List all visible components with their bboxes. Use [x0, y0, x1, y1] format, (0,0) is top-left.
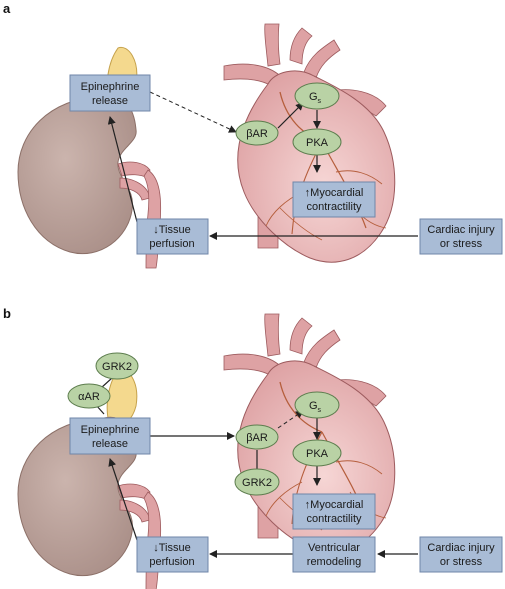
- pka-label: PKA: [306, 448, 329, 460]
- epinephrine-release-box: Epinephrine release: [69, 417, 151, 455]
- epinephrine-label-line2: release: [92, 95, 128, 107]
- alpha-ar-node: αAR: [67, 383, 111, 409]
- beta-ar-node: βAR: [235, 424, 279, 450]
- gs-node: Gs: [294, 391, 340, 419]
- grk2-adrenal-node: GRK2: [95, 352, 139, 380]
- beta-ar-node: βAR: [235, 120, 279, 146]
- injury-label-line1: Cardiac injury: [427, 224, 495, 236]
- grk2-adrenal-label: GRK2: [102, 361, 132, 373]
- myocardial-contractility-box: ↑Myocardial contractility: [292, 493, 376, 530]
- pka-label: PKA: [306, 137, 329, 149]
- cardiac-injury-box: Cardiac injury or stress: [419, 536, 503, 573]
- epinephrine-release-box: Epinephrine release: [69, 74, 151, 112]
- ventricular-remodeling-box: Ventricular remodeling: [292, 536, 376, 573]
- gs-subscript: s: [318, 98, 322, 105]
- svg-text:Gs: Gs: [309, 91, 322, 105]
- panel-a: a Epinephrine release βAR Gs: [3, 1, 503, 269]
- gs-label: G: [309, 91, 318, 103]
- pka-node: PKA: [292, 439, 342, 467]
- epinephrine-label-line1: Epinephrine: [81, 81, 140, 93]
- panel-b: b GRK2 αAR Epinephrin: [3, 306, 503, 589]
- tissue-perfusion-box: ↓Tissue perfusion: [136, 536, 209, 573]
- remodeling-label-line2: remodeling: [307, 556, 361, 568]
- cardiac-injury-box: Cardiac injury or stress: [419, 218, 503, 255]
- myocardial-label-line1: ↑Myocardial: [305, 499, 364, 511]
- myocardial-label-line1: ↑Myocardial: [305, 187, 364, 199]
- pka-node: PKA: [292, 128, 342, 156]
- tissue-label-line2: perfusion: [149, 238, 194, 250]
- gs-label: G: [309, 400, 318, 412]
- panel-a-letter: a: [3, 1, 11, 16]
- remodeling-label-line1: Ventricular: [308, 542, 360, 554]
- tissue-label-line1: ↓Tissue: [153, 224, 191, 236]
- beta-ar-label: βAR: [246, 128, 268, 140]
- myocardial-label-line2: contractility: [306, 201, 362, 213]
- svg-text:Gs: Gs: [309, 400, 322, 414]
- beta-ar-label: βAR: [246, 432, 268, 444]
- epinephrine-label-line1: Epinephrine: [81, 424, 140, 436]
- myocardial-contractility-box: ↑Myocardial contractility: [292, 181, 376, 218]
- panel-b-arrows: [95, 377, 418, 558]
- injury-label-line2: or stress: [440, 238, 483, 250]
- grk2-heart-node: GRK2: [234, 468, 280, 496]
- panel-b-letter: b: [3, 306, 11, 321]
- gs-node: Gs: [294, 82, 340, 110]
- injury-label-line2: or stress: [440, 556, 483, 568]
- myocardial-label-line2: contractility: [306, 513, 362, 525]
- panel-a-arrows: [107, 91, 418, 240]
- injury-label-line1: Cardiac injury: [427, 542, 495, 554]
- tissue-perfusion-box: ↓Tissue perfusion: [136, 218, 209, 255]
- gs-subscript: s: [318, 407, 322, 414]
- tissue-label-line1: ↓Tissue: [153, 542, 191, 554]
- alpha-ar-label: αAR: [78, 391, 100, 403]
- tissue-label-line2: perfusion: [149, 556, 194, 568]
- grk2-heart-label: GRK2: [242, 477, 272, 489]
- epinephrine-label-line2: release: [92, 438, 128, 450]
